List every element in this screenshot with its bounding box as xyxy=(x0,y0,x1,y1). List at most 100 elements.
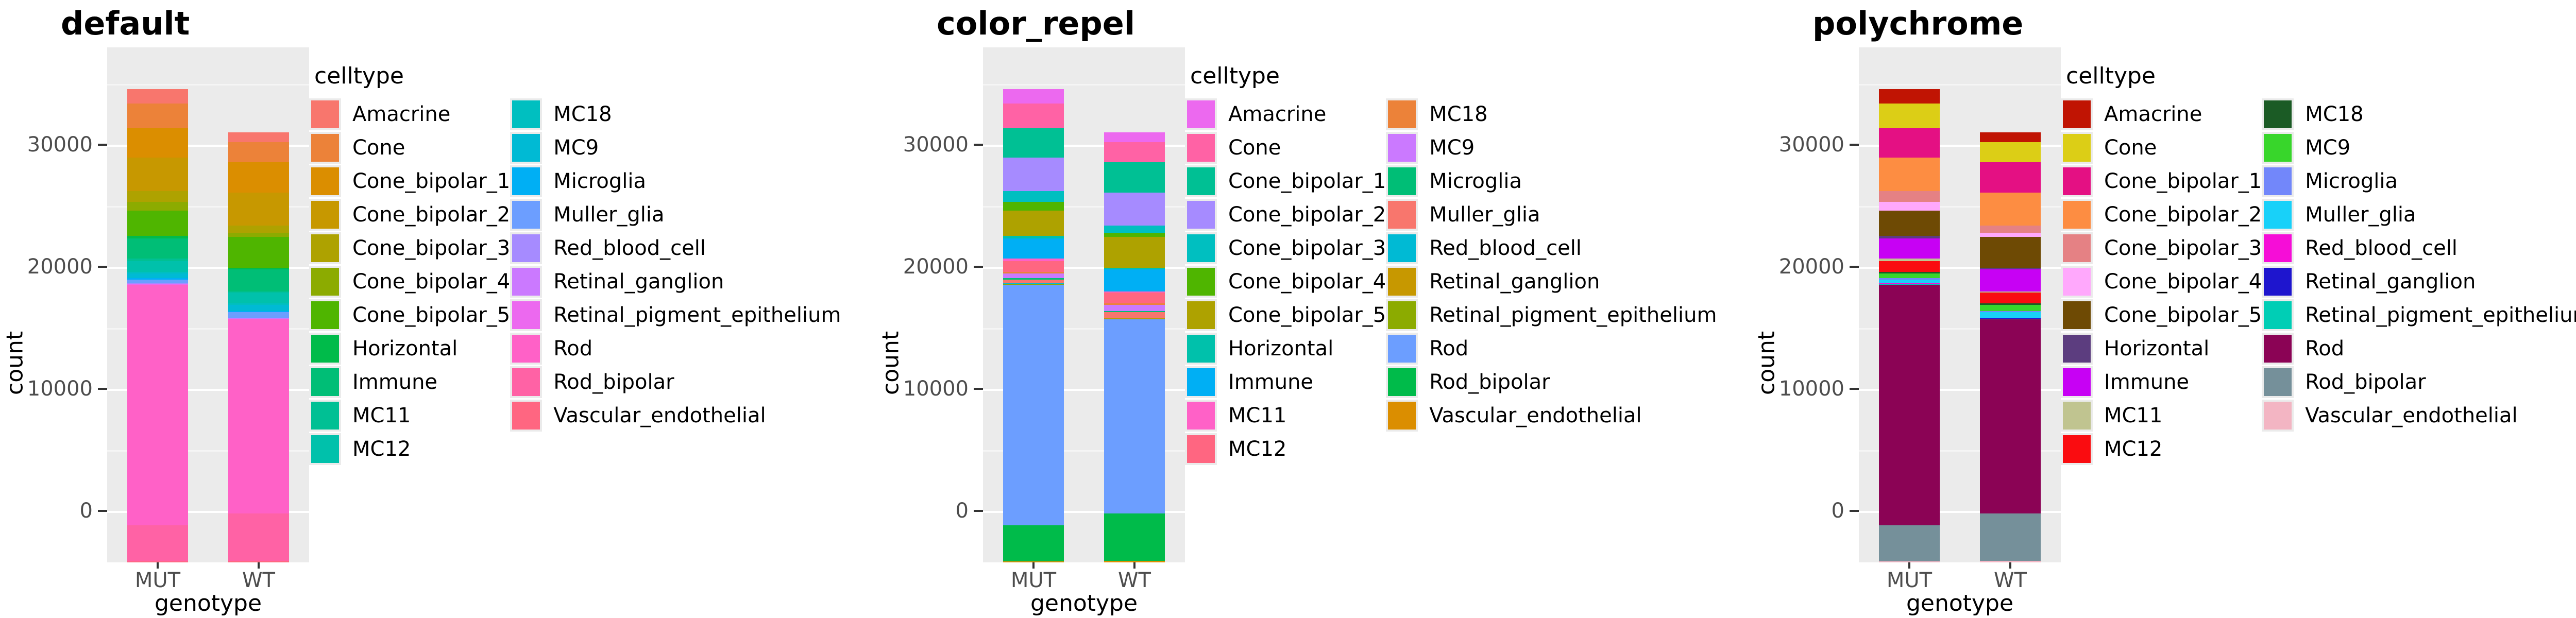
legend-item[interactable]: MC12 xyxy=(309,432,510,466)
legend-item[interactable]: MC9 xyxy=(1386,131,1717,164)
legend-item[interactable]: Cone xyxy=(309,131,510,164)
bar-segment[interactable] xyxy=(127,191,188,202)
bar-segment[interactable] xyxy=(1104,561,1165,562)
legend-item[interactable]: Rod_bipolar xyxy=(2262,365,2576,399)
legend-item[interactable]: MC11 xyxy=(309,399,510,432)
legend-item[interactable]: MC18 xyxy=(1386,97,1717,131)
legend-item[interactable]: Horizontal xyxy=(309,332,510,365)
bar-segment[interactable] xyxy=(1980,132,2041,142)
bar-segment[interactable] xyxy=(1003,261,1064,272)
bar-segment[interactable] xyxy=(1879,202,1940,211)
bar-segment[interactable] xyxy=(1980,225,2041,233)
bar-segment[interactable] xyxy=(1879,236,1940,239)
legend-item[interactable]: Cone_bipolar_3 xyxy=(309,231,510,265)
bar-segment[interactable] xyxy=(1980,269,2041,291)
bar-segment[interactable] xyxy=(1003,191,1064,202)
bar-segment[interactable] xyxy=(228,269,289,291)
bar-segment[interactable] xyxy=(228,225,289,233)
bar-segment[interactable] xyxy=(1980,267,2041,270)
bar-segment[interactable] xyxy=(1003,284,1064,285)
bar-segment[interactable] xyxy=(1879,284,1940,285)
bar-segment[interactable] xyxy=(228,561,289,562)
bar-segment[interactable] xyxy=(228,304,289,311)
bar-segment[interactable] xyxy=(127,283,188,284)
bar-stack[interactable] xyxy=(127,89,188,562)
bar-segment[interactable] xyxy=(1879,89,1940,104)
legend-item[interactable]: Cone xyxy=(2061,131,2262,164)
bar-segment[interactable] xyxy=(1879,279,1940,283)
legend-item[interactable]: Horizontal xyxy=(1185,332,1386,365)
legend-item[interactable]: Microglia xyxy=(2262,164,2576,198)
bar-segment[interactable] xyxy=(1003,273,1064,278)
legend-item[interactable]: Cone_bipolar_1 xyxy=(2061,164,2262,198)
bar-segment[interactable] xyxy=(127,202,188,211)
bar-segment[interactable] xyxy=(1879,128,1940,158)
legend-item[interactable]: Muller_glia xyxy=(1386,198,1717,231)
bar-segment[interactable] xyxy=(1104,162,1165,193)
bar-segment[interactable] xyxy=(1104,319,1165,513)
legend-item[interactable]: Vascular_endothelial xyxy=(2262,399,2576,432)
bar-segment[interactable] xyxy=(127,89,188,104)
bar-segment[interactable] xyxy=(1104,303,1165,305)
bar-segment[interactable] xyxy=(127,236,188,239)
bar-segment[interactable] xyxy=(127,561,188,562)
bar-segment[interactable] xyxy=(1980,561,2041,562)
bar-segment[interactable] xyxy=(228,303,289,305)
bar-segment[interactable] xyxy=(127,279,188,283)
bar-segment[interactable] xyxy=(1879,285,1940,525)
bar-segment[interactable] xyxy=(1104,304,1165,311)
legend-item[interactable]: Cone_bipolar_2 xyxy=(309,198,510,231)
legend-item[interactable]: Amacrine xyxy=(1185,97,1386,131)
legend-item[interactable]: Red_blood_cell xyxy=(2262,231,2576,265)
legend-item[interactable]: MC18 xyxy=(2262,97,2576,131)
legend-item[interactable]: Amacrine xyxy=(309,97,510,131)
bar-segment[interactable] xyxy=(1879,238,1940,259)
bar-segment[interactable] xyxy=(1003,278,1064,280)
bar-segment[interactable] xyxy=(1003,89,1064,104)
bar-stack[interactable] xyxy=(1104,99,1165,562)
bar-segment[interactable] xyxy=(127,284,188,285)
bar-segment[interactable] xyxy=(1003,525,1064,561)
bar-segment[interactable] xyxy=(1003,259,1064,261)
legend-item[interactable]: Cone_bipolar_5 xyxy=(2061,298,2262,332)
bar-segment[interactable] xyxy=(127,525,188,561)
bar-segment[interactable] xyxy=(1980,142,2041,162)
legend-item[interactable]: Cone_bipolar_3 xyxy=(1185,231,1386,265)
bar-segment[interactable] xyxy=(228,293,289,304)
legend-item[interactable]: Retinal_ganglion xyxy=(2262,265,2576,298)
bar-segment[interactable] xyxy=(1003,157,1064,191)
bar-segment[interactable] xyxy=(1879,525,1940,561)
bar-segment[interactable] xyxy=(1104,225,1165,233)
bar-segment[interactable] xyxy=(1003,210,1064,236)
bar-segment[interactable] xyxy=(228,267,289,270)
bar-segment[interactable] xyxy=(228,237,289,268)
legend-item[interactable]: Rod_bipolar xyxy=(1386,365,1717,399)
legend-item[interactable]: MC12 xyxy=(2061,432,2262,466)
legend-item[interactable]: Retinal_ganglion xyxy=(1386,265,1717,298)
legend-item[interactable]: Immune xyxy=(2061,365,2262,399)
legend-item[interactable]: Muller_glia xyxy=(510,198,841,231)
bar-segment[interactable] xyxy=(1980,312,2041,318)
bar-segment[interactable] xyxy=(1980,318,2041,319)
legend-item[interactable]: Cone_bipolar_4 xyxy=(1185,265,1386,298)
bar-segment[interactable] xyxy=(1003,283,1064,284)
bar-segment[interactable] xyxy=(1980,293,2041,304)
bar-segment[interactable] xyxy=(127,285,188,525)
bar-segment[interactable] xyxy=(1104,513,1165,561)
legend-item[interactable]: Vascular_endothelial xyxy=(1386,399,1717,432)
bar-stack[interactable] xyxy=(228,99,289,562)
bar-segment[interactable] xyxy=(228,312,289,318)
bar-segment[interactable] xyxy=(1879,561,1940,562)
bar-segment[interactable] xyxy=(1003,236,1064,239)
legend-item[interactable]: Cone_bipolar_5 xyxy=(1185,298,1386,332)
bar-segment[interactable] xyxy=(1980,303,2041,305)
legend-item[interactable]: Cone_bipolar_5 xyxy=(309,298,510,332)
legend-item[interactable]: Rod xyxy=(1386,332,1717,365)
bar-segment[interactable] xyxy=(1104,291,1165,293)
legend-item[interactable]: Vascular_endothelial xyxy=(510,399,841,432)
legend-item[interactable]: Cone xyxy=(1185,131,1386,164)
bar-segment[interactable] xyxy=(1104,267,1165,270)
bar-segment[interactable] xyxy=(1003,202,1064,211)
bar-segment[interactable] xyxy=(1003,285,1064,525)
bar-segment[interactable] xyxy=(1104,192,1165,226)
